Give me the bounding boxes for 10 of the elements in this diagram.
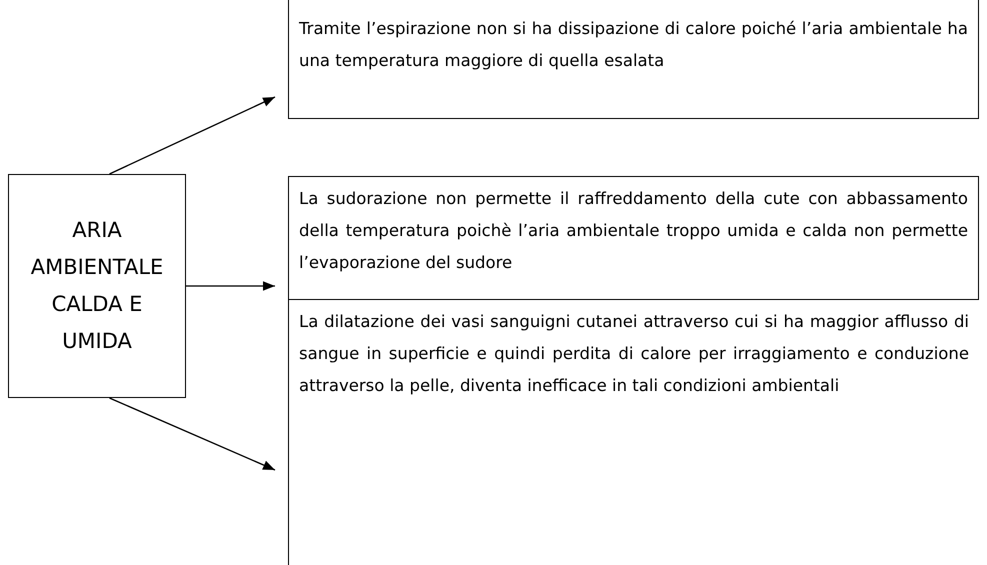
box-text: La sudorazione non permette il raffreddamento della cute con abbassamento della temperatura poichè l’aria ambientale troppo umida e calda non permette l’evaporazione del sudore bbox=[299, 188, 968, 274]
arrow bbox=[109, 96, 276, 175]
box-text: Tramite l’espirazione non si ha dissipazione di calore poiché l’aria ambientale ha una temperatura maggiore di quella esalata bbox=[299, 18, 968, 72]
text-box bbox=[288, 176, 979, 300]
arrow bbox=[109, 397, 276, 471]
text-box bbox=[288, 0, 979, 119]
text-box bbox=[8, 174, 186, 398]
box-heading: ARIA AMBIENTALE CALDA E UMIDA bbox=[30, 217, 164, 355]
box-text: La dilatazione dei vasi sanguigni cutanei attraverso cui si ha maggior afflusso di sangue in superficie e quindi perdita di calore per irraggiamento e conduzione attraverso la pelle, diventa inefficace in tali condizioni ambientali bbox=[299, 311, 969, 397]
arrow bbox=[186, 281, 275, 291]
